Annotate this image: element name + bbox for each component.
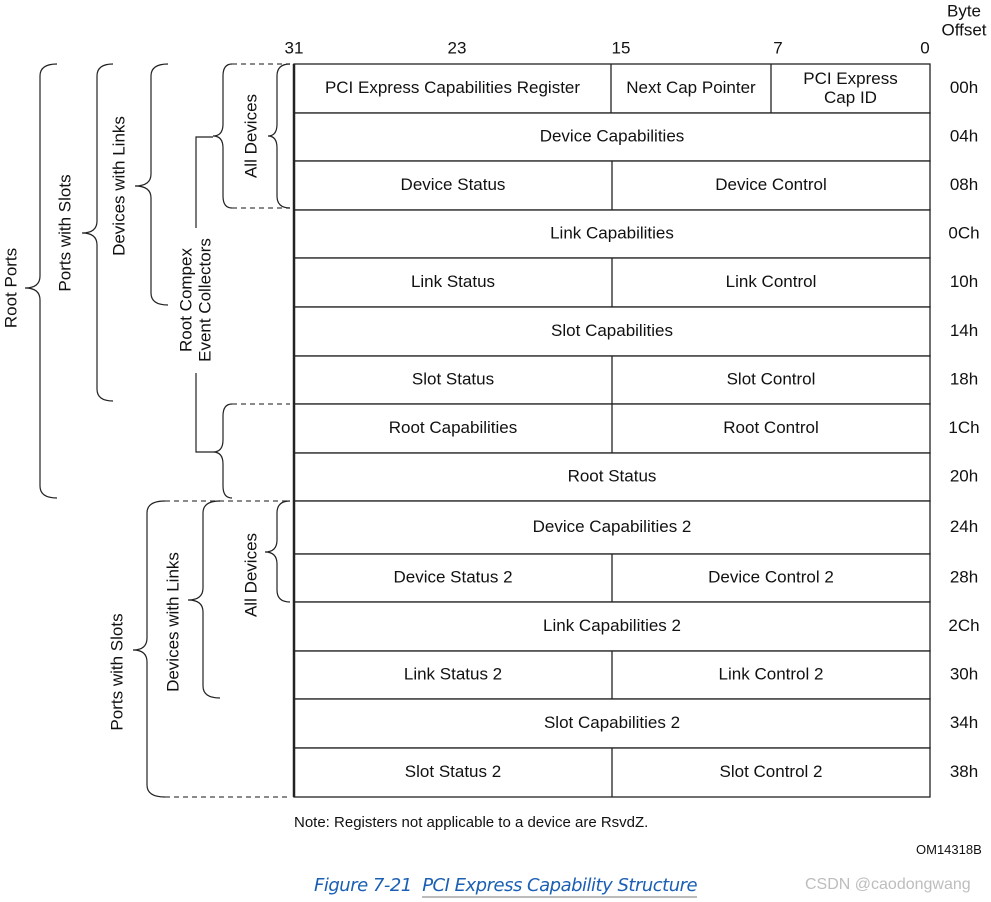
figure-caption: Figure 7-21 PCI Express Capability Struc… [314,875,698,898]
byte-offset-1Ch: 1Ch [948,418,979,437]
register-row [293,63,931,114]
byte-offset-2Ch: 2Ch [948,616,979,635]
register-cell: Slot Control [727,369,816,388]
register-row [293,601,931,652]
register-cell: Slot Capabilities [551,321,673,340]
all-devices-inner-brace [267,63,291,209]
register-cell: Device Control 2 [708,567,834,586]
figure-id: OM14318B [916,842,982,857]
ports-with-slots-label: Ports with Slots [55,174,74,291]
all-devices-2-brace [264,500,291,603]
root-complex-label: Root Compex [176,248,195,352]
register-cell: PCI Express [803,69,897,88]
byte-offset-0Ch: 0Ch [948,223,979,242]
register-cell: Root Status [568,466,657,485]
byte-offset-28h: 28h [950,567,978,586]
root-ports-brace [24,63,58,499]
register-cell: Link Status [411,272,495,291]
register-cell: Next Cap Pointer [626,78,756,97]
byte-offset-14h: 14h [950,321,978,340]
register-cell: PCI Express Capabilities Register [325,78,580,97]
register-cell: Slot Status 2 [405,762,501,781]
register-cell: Root Control [723,418,818,437]
root-complex-label: Event Collectors [195,238,214,362]
byte-offset-24h: 24h [950,517,978,536]
register-cell: Slot Control 2 [720,762,823,781]
devices-with-links-2-label: Devices with Links [163,552,182,692]
byte-offset-04h: 04h [950,126,978,145]
register-cell: Root Capabilities [389,418,518,437]
watermark: CSDN @caodongwang [805,876,971,893]
byte-offset-18h: 18h [950,369,978,388]
byte-offset-20h: 20h [950,466,978,485]
ports-with-slots-brace [81,63,114,402]
register-row [293,500,931,555]
register-cell: Link Capabilities [550,223,674,242]
register-cell: Slot Status [412,369,494,388]
bit-label-7: 7 [773,38,782,57]
byte-offset-34h: 34h [950,713,978,732]
register-row [293,698,931,749]
byte-offset-08h: 08h [950,175,978,194]
all-devices-brace [212,63,233,209]
ports-with-slots-2-brace [132,500,166,798]
register-cell: Cap ID [824,88,877,107]
root-ports-label: Root Ports [1,248,20,328]
register-cell: Slot Capabilities 2 [544,713,680,732]
register-cell: Device Status [401,175,506,194]
all-devices-label: All Devices [241,94,260,178]
byte-offset-00h: 00h [950,78,978,97]
all-devices-2-label: All Devices [241,533,260,617]
root-complex-brace [212,403,233,499]
devices-with-links-brace [134,63,169,306]
register-cell: Link Control [726,272,817,291]
bit-label-31: 31 [285,38,304,57]
register-cell: Link Status 2 [404,664,502,683]
bit-label-15: 15 [612,38,631,57]
bit-label-23: 23 [448,38,467,57]
caption-title[interactable]: PCI Express Capability Structure [422,875,698,898]
register-cell: Device Capabilities 2 [533,517,692,536]
caption-number: Figure 7-21 [314,875,412,896]
devices-with-links-2-brace [187,500,221,699]
bit-label-0: 0 [920,38,929,57]
register-cell: Device Capabilities [540,126,685,145]
register-row [293,112,931,162]
devices-with-links-label: Devices with Links [109,116,128,256]
byte-offset-label: Byte [947,1,981,20]
ports-with-slots-2-label: Ports with Slots [107,613,126,730]
register-cell: Device Control [715,175,827,194]
label-mask [186,228,208,373]
register-cell: Link Control 2 [719,664,824,683]
byte-offset-label: Offset [941,20,986,39]
note: Note: Registers not applicable to a devi… [294,814,649,831]
byte-offset-10h: 10h [950,272,978,291]
register-cell: Link Capabilities 2 [543,616,681,635]
register-cell: Device Status 2 [393,567,512,586]
byte-offset-30h: 30h [950,664,978,683]
byte-offset-38h: 38h [950,762,978,781]
